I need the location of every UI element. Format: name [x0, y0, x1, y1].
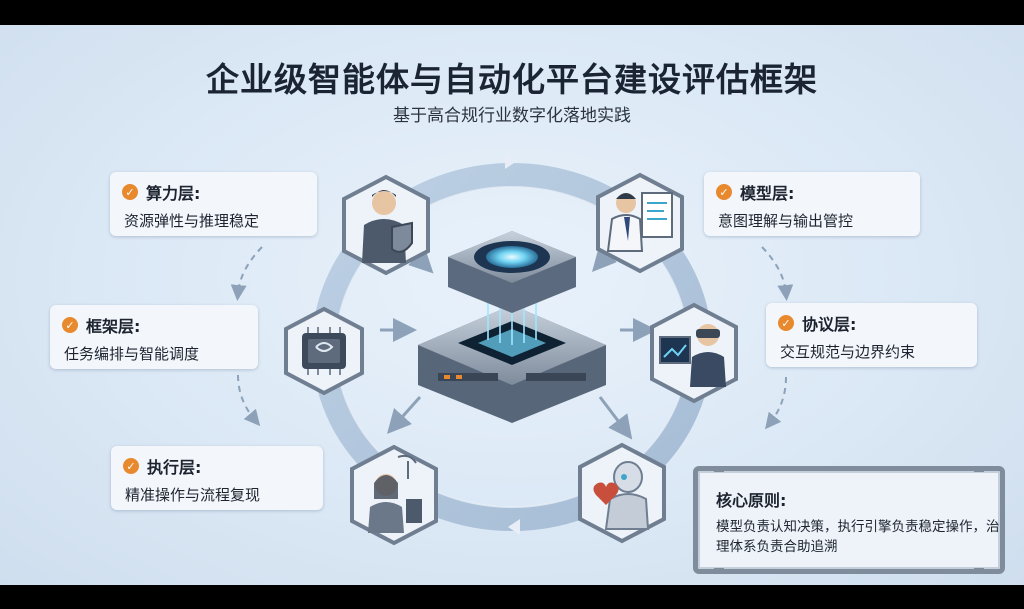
radio-operator-icon [350, 444, 438, 546]
layer-name: 协议层: [802, 315, 857, 334]
engineer-report-icon [596, 172, 684, 274]
check-icon: ✓ [62, 317, 78, 333]
server-core-icon [418, 231, 606, 423]
check-icon: ✓ [123, 458, 139, 474]
layer-desc: 资源弹性与推理稳定 [124, 212, 260, 230]
chip-icon [284, 306, 364, 396]
layer-name: 模型层: [740, 184, 795, 203]
frame-pin [974, 568, 984, 574]
dashed-arc-left-top [230, 246, 263, 301]
layer-name: 执行层: [147, 458, 202, 477]
frame-pin [714, 466, 724, 472]
armored-guard-icon [342, 174, 430, 276]
robot-heart-icon [578, 442, 666, 544]
ring-arrow-bottom [508, 519, 520, 535]
core-principle-box: 核心原则: 模型负责认知决策，执行引擎负责稳定操作，治理体系负责合助追溯 [693, 466, 1005, 574]
check-icon: ✓ [716, 184, 732, 200]
principle-title: 核心原则: [716, 491, 787, 510]
vr-operator-icon [650, 302, 738, 404]
layer-card-model: ✓ 模型层: 意图理解与输出管控 [704, 172, 920, 236]
layer-desc: 交互规范与边界约束 [780, 343, 916, 361]
frame-pin [714, 568, 724, 574]
dashed-arc-left-bottom [237, 374, 261, 427]
layer-card-execution: ✓ 执行层: 精准操作与流程复现 [111, 446, 323, 510]
frame-pin [974, 466, 984, 472]
layer-desc: 精准操作与流程复现 [125, 486, 261, 504]
spoke-bottom-right [598, 396, 633, 440]
ring-arrow-top [505, 153, 517, 169]
check-icon: ✓ [122, 184, 138, 200]
diagram-canvas: 企业级智能体与自动化平台建设评估框架 基于高合规行业数字化落地实践 [0, 25, 1024, 585]
layer-card-protocol: ✓ 协议层: 交互规范与边界约束 [766, 303, 977, 367]
layer-name: 算力层: [146, 184, 201, 203]
layer-card-framework: ✓ 框架层: 任务编排与智能调度 [50, 305, 258, 369]
principle-text: 模型负责认知决策，执行引擎负责稳定操作，治理体系负责合助追溯 [716, 519, 1000, 555]
layer-desc: 任务编排与智能调度 [64, 345, 200, 363]
layer-card-compute: ✓ 算力层: 资源弹性与推理稳定 [110, 172, 317, 236]
dashed-arc-right-top [761, 246, 794, 301]
dashed-arc-right-bottom [765, 376, 787, 430]
page-subtitle: 基于高合规行业数字化落地实践 [393, 106, 631, 126]
page-title: 企业级智能体与自动化平台建设评估框架 [206, 60, 818, 99]
spoke-bottom-left [387, 396, 422, 434]
check-icon: ✓ [778, 315, 794, 331]
layer-name: 框架层: [86, 317, 141, 336]
layer-desc: 意图理解与输出管控 [718, 212, 854, 230]
